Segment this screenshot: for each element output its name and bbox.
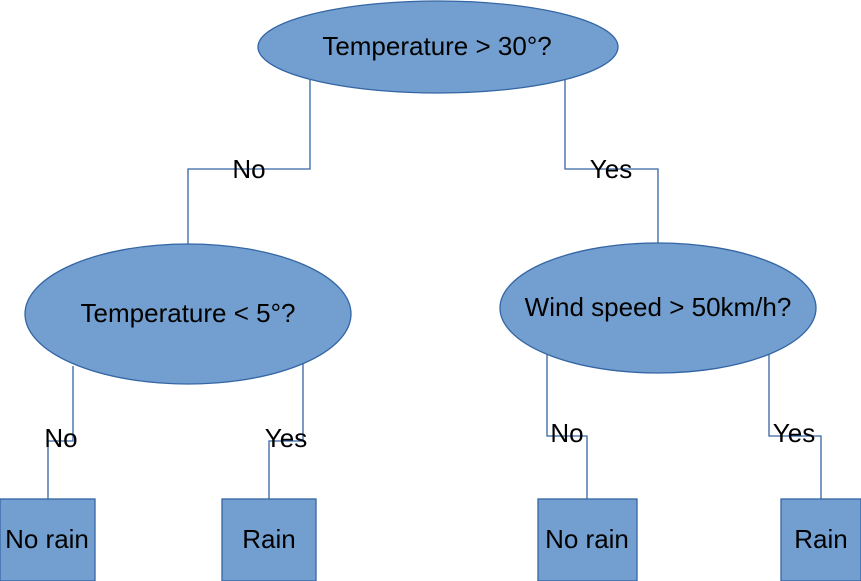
connector-cold-yes [268, 363, 304, 499]
node-wind-check-label: Wind speed > 50km/h? [525, 292, 792, 322]
connector-root-no [187, 80, 311, 244]
leaf-rain-2: Rain [780, 498, 861, 581]
edge-label-wind-no: No [550, 418, 583, 448]
connector-wind-no [546, 355, 588, 499]
leaf-no-rain-2-shape [537, 498, 638, 581]
edge-label-cold-no: No [44, 423, 77, 453]
node-wind-check-shape [499, 242, 817, 374]
node-cold-check-shape [24, 243, 352, 385]
leaf-no-rain-1-label: No rain [5, 524, 89, 554]
leaf-rain-2-shape [780, 498, 861, 581]
connector-root-yes [564, 80, 659, 244]
node-cold-check-label: Temperature < 5°? [81, 298, 296, 328]
leaf-rain-1-label: Rain [242, 524, 295, 554]
leaf-no-rain-2: No rain [537, 498, 638, 581]
node-root-label: Temperature > 30°? [322, 31, 551, 61]
edge-label-root-yes: Yes [590, 154, 632, 184]
node-wind-check: Wind speed > 50km/h? [499, 242, 817, 374]
connector-cold-no [47, 366, 74, 499]
node-root: Temperature > 30°? [257, 0, 619, 94]
node-root-shape [257, 0, 619, 94]
connector-wind-yes [768, 354, 822, 499]
edge-label-cold-yes: Yes [265, 423, 307, 453]
connectors [47, 80, 822, 499]
leaf-rain-1-shape [221, 498, 317, 581]
node-cold-check: Temperature < 5°? [24, 243, 352, 385]
leaf-no-rain-1: No rain [0, 498, 96, 581]
leaf-no-rain-1-shape [0, 498, 96, 581]
leaf-no-rain-2-label: No rain [545, 524, 629, 554]
leaf-rain-2-label: Rain [794, 524, 847, 554]
leaf-rain-1: Rain [221, 498, 317, 581]
edge-label-root-no: No [232, 154, 265, 184]
edge-label-wind-yes: Yes [773, 418, 815, 448]
